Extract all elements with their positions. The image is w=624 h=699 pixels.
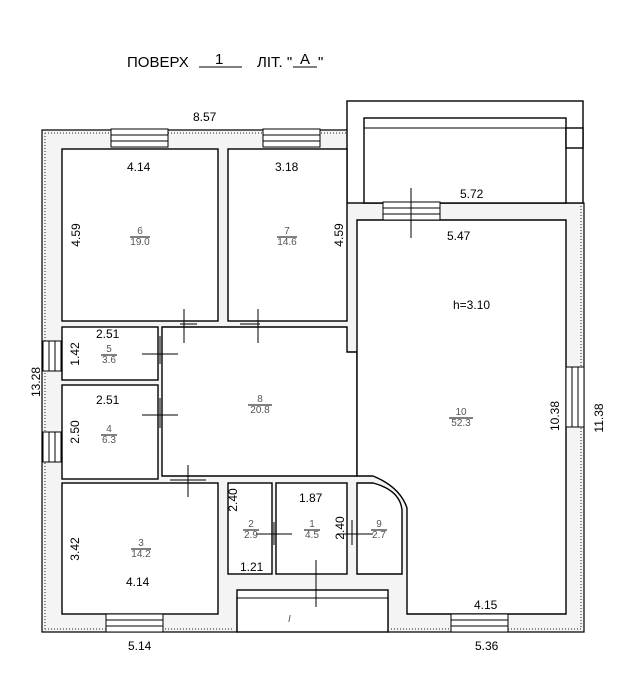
window-room10-top	[382, 188, 441, 238]
room10-height: 10.38	[548, 401, 562, 431]
room10-width-bottom: 4.15	[474, 598, 498, 612]
porch-label: I	[288, 614, 291, 625]
room1-height: 2.40	[333, 516, 347, 540]
room6-width: 4.14	[127, 160, 151, 174]
room7-width: 3.18	[275, 160, 299, 174]
window-top-room6	[110, 128, 169, 148]
dim-left-height: 13.28	[29, 367, 43, 397]
room-6	[61, 148, 219, 322]
room2-width: 1.21	[240, 560, 264, 574]
room10-width-outer: 5.72	[460, 187, 484, 201]
room4-area: 6.3	[102, 435, 116, 446]
room10-height-note: h=3.10	[453, 298, 490, 312]
room8-number: 8	[257, 394, 263, 405]
room4-width: 2.51	[96, 393, 120, 407]
doors	[142, 309, 373, 607]
balcony	[346, 100, 584, 204]
room6-area: 19.0	[130, 237, 150, 248]
dim-right-height: 11.38	[592, 403, 606, 432]
lit-close: "	[318, 54, 323, 71]
room4-number: 4	[106, 424, 112, 435]
room4-height: 2.50	[68, 420, 82, 444]
room1-number: 1	[309, 519, 315, 530]
plan-header: ПОВЕРХ 1 ЛІТ. " А "	[127, 51, 323, 71]
room3-area: 14.2	[131, 549, 151, 560]
window-right-room10	[565, 366, 585, 428]
window-left-room5	[42, 340, 62, 372]
window-bottom-room10	[450, 613, 509, 633]
room5-height: 1.42	[68, 342, 82, 366]
lit-label: ЛІТ. "	[257, 54, 292, 71]
room1-area: 4.5	[305, 530, 319, 541]
room7-height: 4.59	[332, 223, 346, 247]
floor-value: 1	[215, 51, 223, 68]
dim-bottom-right: 5.36	[475, 639, 499, 653]
room9-area: 2.7	[372, 530, 386, 541]
room3-height: 3.42	[68, 537, 82, 561]
room10-area: 52.3	[451, 418, 471, 429]
porch	[236, 589, 389, 633]
windows	[42, 128, 585, 633]
room5-width: 2.51	[96, 327, 120, 341]
room8-area: 20.8	[250, 405, 270, 416]
room7-number: 7	[284, 226, 290, 237]
room6-height: 4.59	[69, 223, 83, 247]
room1-width: 1.87	[299, 491, 323, 505]
room6-number: 6	[137, 226, 143, 237]
room7-area: 14.6	[277, 237, 297, 248]
floor-label: ПОВЕРХ	[127, 54, 189, 71]
room9-number: 9	[376, 519, 382, 530]
window-bottom-room3	[105, 613, 164, 633]
lit-value: А	[300, 51, 310, 68]
room-1	[275, 482, 348, 575]
room-9	[356, 482, 403, 575]
room3-number: 3	[138, 538, 144, 549]
room2-number: 2	[248, 519, 254, 530]
room2-area: 2.9	[244, 530, 258, 541]
balcony-inner	[363, 117, 567, 204]
outer-wall-hatch	[44, 132, 582, 630]
room5-area: 3.6	[102, 355, 116, 366]
window-top-room7	[262, 128, 321, 148]
room2-height: 2.40	[226, 488, 240, 512]
room5-number: 5	[106, 344, 112, 355]
room-4	[61, 384, 159, 480]
room10-number: 10	[455, 407, 467, 418]
dim-top-width: 8.57	[193, 110, 217, 124]
dim-bottom-left: 5.14	[128, 639, 152, 653]
room-7	[227, 148, 348, 322]
room10-width-top: 5.47	[447, 229, 471, 243]
window-left-room4	[42, 431, 62, 463]
room-2	[227, 482, 273, 575]
room3-width: 4.14	[126, 575, 150, 589]
